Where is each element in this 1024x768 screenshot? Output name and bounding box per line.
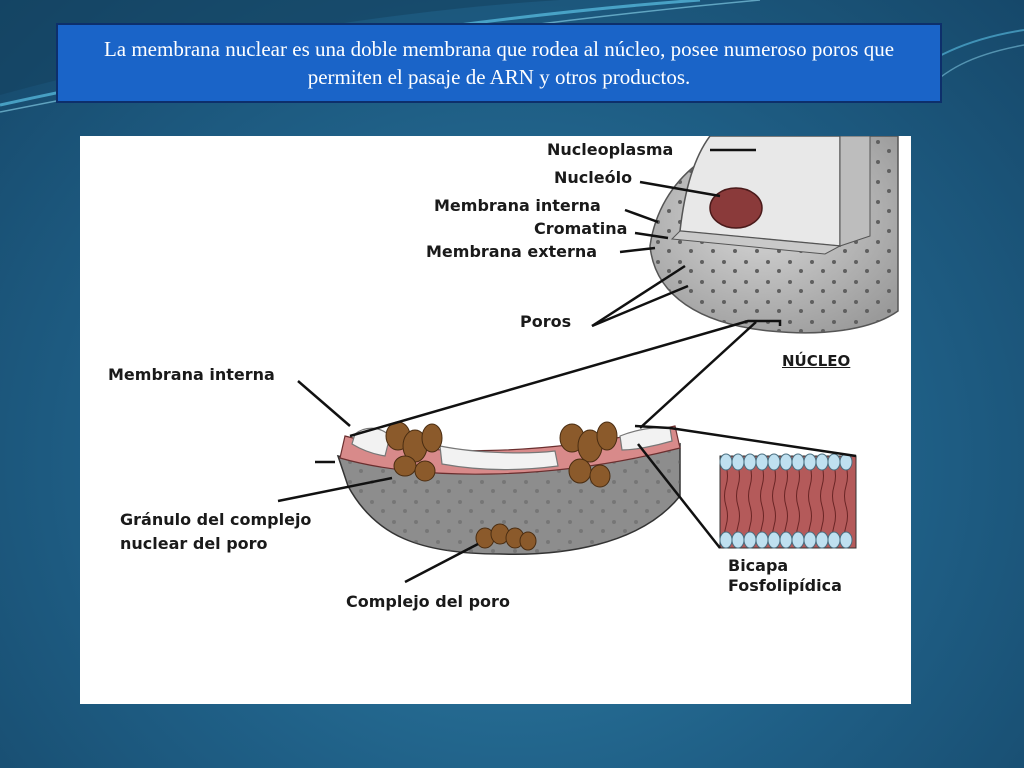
label-complejo: Complejo del poro <box>346 592 510 611</box>
label-bicapa: Bicapa Fosfolipídica <box>728 556 842 595</box>
label-membrana-interna-top: Membrana interna <box>434 196 601 215</box>
leader-lines <box>277 148 857 584</box>
label-granulo: Gránulo del complejo nuclear del poro <box>120 510 312 553</box>
label-membrana-externa: Membrana externa <box>426 242 598 261</box>
label-poros: Poros <box>520 312 572 331</box>
pore-granules-right <box>559 421 618 488</box>
label-cromatina: Cromatina <box>534 219 628 238</box>
label-nucleolo: Nucleólo <box>554 168 633 187</box>
bilayer-inset <box>719 453 857 549</box>
nucleus-sphere <box>649 136 899 334</box>
label-nucleoplasma: Nucleoplasma <box>547 140 674 159</box>
pore-granules-left <box>385 421 443 482</box>
diagram-art <box>277 136 899 584</box>
label-nucleo: NÚCLEO <box>782 352 851 370</box>
pore-complex-bottom <box>475 523 537 551</box>
membrane-cross-section <box>336 421 681 555</box>
label-membrana-interna-left: Membrana interna <box>108 365 275 384</box>
nuclear-membrane-diagram: Nucleoplasma Nucleólo Membrana interna C… <box>80 136 911 704</box>
nucleolus-shape <box>709 187 763 229</box>
slide-caption: La membrana nuclear es una doble membran… <box>56 23 942 103</box>
